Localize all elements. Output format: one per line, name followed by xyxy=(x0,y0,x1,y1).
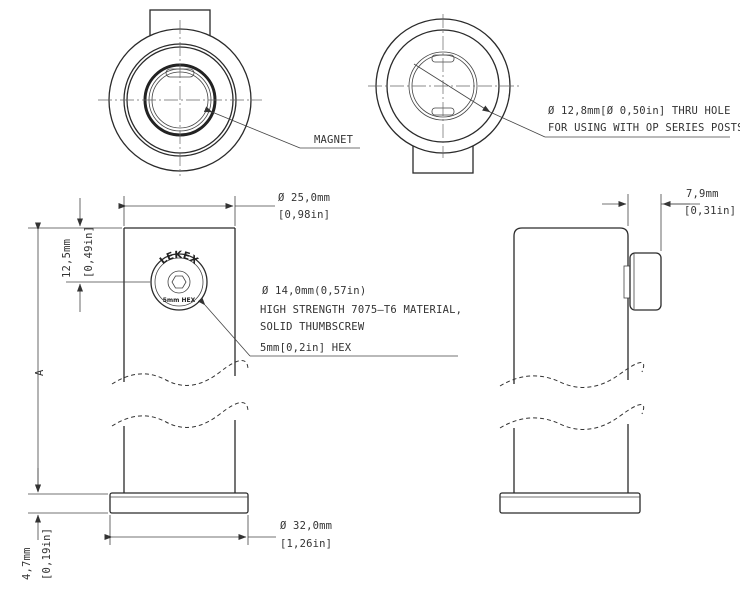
dim-dia25-in: [0,98in] xyxy=(278,209,330,221)
dim-12-5-in: [0,49in] xyxy=(83,226,95,278)
top-view xyxy=(368,14,730,174)
front-view: LEKEX 5mm HEX xyxy=(28,196,458,545)
dim-dia32-mm: Ø 32,0mm xyxy=(280,520,332,532)
side-view xyxy=(499,194,700,514)
annotations: MAGNET Ø 12,8mm[Ø 0,50in] THRU HOLE FOR … xyxy=(21,105,740,580)
thumbscrew-hex-text: 5mm HEX xyxy=(163,297,196,304)
dim-4-7-mm: 4,7mm xyxy=(21,547,33,580)
thumbscrew-label-line2: HIGH STRENGTH 7075–T6 MATERIAL, xyxy=(260,304,462,316)
dim-7-9-mm: 7,9mm xyxy=(686,188,719,200)
dim-a-label: A xyxy=(34,369,46,376)
thumbscrew-logo: LEKEX xyxy=(158,250,200,267)
dim-12-5-mm: 12,5mm xyxy=(61,239,73,278)
thumbscrew-label-line3: SOLID THUMBSCREW xyxy=(260,321,365,333)
thumbscrew-label-line4: 5mm[0,2in] HEX xyxy=(260,342,352,354)
dim-4-7-in: [0,19in] xyxy=(41,528,53,580)
dim-dia25-mm: Ø 25,0mm xyxy=(278,192,330,204)
thru-hole-label-line1: Ø 12,8mm[Ø 0,50in] THRU HOLE xyxy=(548,105,731,117)
dim-7-9-in: [0,31in] xyxy=(684,205,736,217)
magnet-label: MAGNET xyxy=(314,134,354,146)
thru-hole-label-line2: FOR USING WITH OP SERIES POSTS xyxy=(548,122,740,134)
thumbscrew-label-line1: Ø 14,0mm(0,57in) xyxy=(262,285,366,297)
bottom-view xyxy=(98,9,360,176)
dim-dia32-in: [1,26in] xyxy=(280,538,332,550)
